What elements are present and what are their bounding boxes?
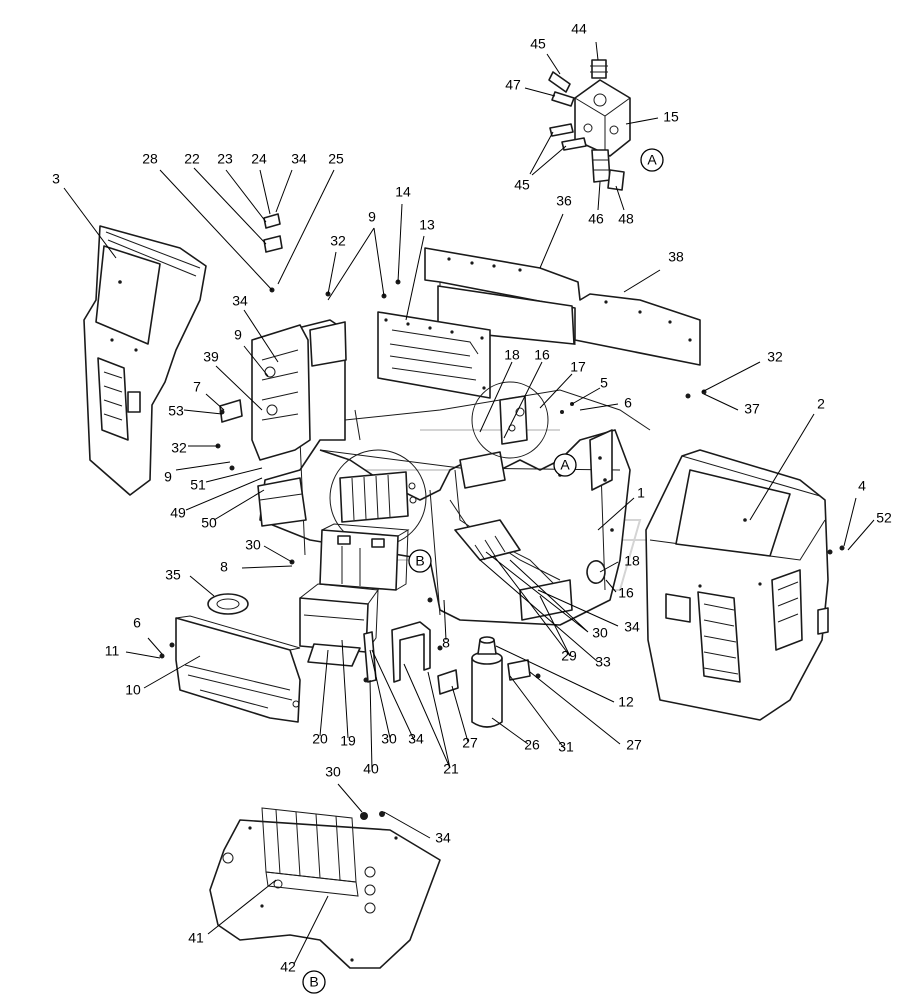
- callout-30: 30: [325, 764, 341, 780]
- battery-part: [319, 523, 410, 591]
- callout-3: 3: [52, 171, 60, 187]
- callout-22: 22: [184, 151, 200, 167]
- detail-b-region: [329, 449, 427, 547]
- callout-34: 34: [408, 731, 424, 747]
- callout-24: 24: [251, 151, 267, 167]
- callout-2: 2: [817, 396, 825, 412]
- leader-lines: [63, 41, 875, 965]
- detail-b-view: [209, 807, 441, 969]
- callout-28: 28: [142, 151, 158, 167]
- callout-8: 8: [442, 635, 450, 651]
- callout-20: 20: [312, 731, 328, 747]
- callout-30: 30: [381, 731, 397, 747]
- callout-34: 34: [624, 619, 640, 635]
- callout-6: 6: [624, 395, 632, 411]
- detail-reference-markers: A A B B: [302, 148, 664, 994]
- callout-9: 9: [368, 209, 376, 225]
- detail-b-label: B: [309, 974, 318, 990]
- callout-35: 35: [165, 567, 181, 583]
- callout-21: 21: [443, 761, 459, 777]
- callout-27: 27: [626, 737, 642, 753]
- left-door-part: [83, 225, 207, 496]
- callout-32: 32: [330, 233, 346, 249]
- callout-19: 19: [340, 733, 356, 749]
- callout-48: 48: [618, 211, 634, 227]
- callout-11: 11: [105, 643, 120, 659]
- callout-14: 14: [395, 184, 411, 200]
- callout-9: 9: [234, 327, 242, 343]
- callout-40: 40: [363, 761, 379, 777]
- callout-34: 34: [291, 151, 307, 167]
- callout-52: 52: [876, 510, 892, 526]
- detail-b-marker: [302, 970, 326, 994]
- detail-a-region: [471, 381, 549, 459]
- detail-a-label: A: [560, 457, 570, 473]
- callout-47: 47: [505, 77, 521, 93]
- filter-drier-part: [437, 636, 531, 728]
- callout-31: 31: [558, 739, 574, 755]
- callout-7: 7: [193, 379, 201, 395]
- callout-1: 1: [637, 485, 645, 501]
- detail-b-marker: [408, 549, 432, 573]
- callout-45: 45: [514, 177, 530, 193]
- callout-10: 10: [125, 682, 141, 698]
- callout-42: 42: [280, 959, 296, 975]
- callout-30: 30: [592, 625, 608, 641]
- callout-32: 32: [767, 349, 783, 365]
- callout-50: 50: [201, 515, 217, 531]
- callout-12: 12: [618, 694, 634, 710]
- callout-53: 53: [168, 403, 184, 419]
- callout-labels: 44 45 47 15 45 46 48 36 38 3 28 22 23 24…: [52, 21, 892, 975]
- callout-25: 25: [328, 151, 344, 167]
- detail-a-marker: [553, 453, 577, 477]
- detail-a-label: A: [647, 152, 657, 168]
- callout-5: 5: [600, 375, 608, 391]
- callout-33: 33: [595, 654, 611, 670]
- callout-41: 41: [188, 930, 204, 946]
- callout-49: 49: [170, 505, 186, 521]
- callout-16: 16: [534, 347, 550, 363]
- callout-8: 8: [220, 559, 228, 575]
- callout-29: 29: [561, 648, 577, 664]
- callout-18: 18: [504, 347, 520, 363]
- callout-17: 17: [570, 359, 586, 375]
- step-cover-part: [175, 615, 301, 723]
- callout-36: 36: [556, 193, 572, 209]
- callout-26: 26: [524, 737, 540, 753]
- callout-23: 23: [217, 151, 233, 167]
- left-pillar-part: [219, 324, 311, 527]
- callout-44: 44: [571, 21, 587, 37]
- valve-block-part: [548, 59, 631, 191]
- battery-holddown-part: [363, 621, 431, 683]
- callout-15: 15: [663, 109, 679, 125]
- callout-9: 9: [164, 469, 172, 485]
- callout-6: 6: [133, 615, 141, 631]
- callout-16: 16: [618, 585, 634, 601]
- callout-27: 27: [462, 735, 478, 751]
- callout-45: 45: [530, 36, 546, 52]
- callout-34: 34: [435, 830, 451, 846]
- callout-32: 32: [171, 440, 187, 456]
- callout-18: 18: [624, 553, 640, 569]
- callout-30: 30: [245, 537, 261, 553]
- callout-51: 51: [190, 477, 206, 493]
- callout-4: 4: [858, 478, 866, 494]
- callout-34: 34: [232, 293, 248, 309]
- callout-38: 38: [668, 249, 684, 265]
- callout-39: 39: [203, 349, 219, 365]
- callout-13: 13: [419, 217, 435, 233]
- callout-37: 37: [744, 401, 760, 417]
- fasteners: [159, 213, 845, 820]
- detail-b-label: B: [415, 553, 424, 569]
- callout-46: 46: [588, 211, 604, 227]
- right-door-part: [645, 449, 829, 721]
- louvered-panel-part: [377, 311, 491, 399]
- gasket-part: [207, 593, 249, 615]
- detail-a-marker: [640, 148, 664, 172]
